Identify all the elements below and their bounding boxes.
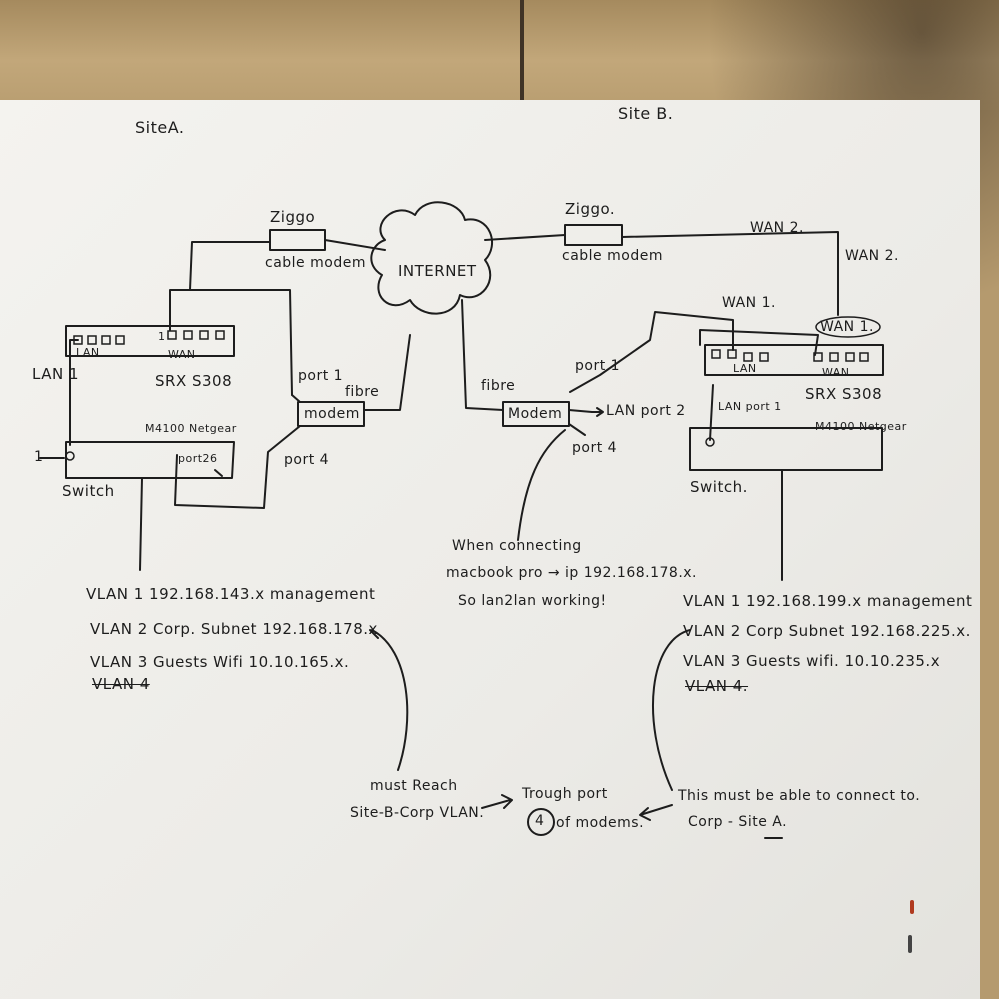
site-a-router-model: SRX S308 bbox=[155, 372, 233, 390]
site-b-isp-label: Ziggo. bbox=[565, 200, 616, 218]
site-a-switch-box bbox=[65, 441, 235, 479]
site-b-modem-label: Modem bbox=[508, 406, 563, 422]
site-b-port4-label: port 4 bbox=[572, 440, 618, 456]
pin-mark-1 bbox=[910, 900, 914, 914]
center-note-line1: When connecting bbox=[452, 538, 582, 554]
site-a-isp-label: Ziggo bbox=[270, 208, 316, 226]
site-b-vlan1: VLAN 1 192.168.199.x management bbox=[683, 592, 973, 610]
site-a-modem-label: modem bbox=[304, 406, 360, 422]
site-a-switch-model: M4100 Netgear bbox=[145, 422, 237, 435]
site-a-switch-label: Switch bbox=[62, 482, 115, 500]
site-a-vlan1: VLAN 1 192.168.143.x management bbox=[86, 585, 376, 603]
site-b-wan1-top-label: WAN 1. bbox=[722, 295, 776, 311]
port-number-circle bbox=[527, 808, 555, 836]
site-a-vlan4: VLAN 4 bbox=[92, 675, 150, 693]
site-b-vlan4: VLAN 4. bbox=[685, 677, 749, 695]
site-a-wan-label: WAN bbox=[168, 348, 196, 361]
site-b-router-box bbox=[704, 344, 884, 376]
site-b-title: Site B. bbox=[618, 104, 674, 123]
site-b-switch-label: Switch. bbox=[690, 478, 748, 496]
site-b-vlan2: VLAN 2 Corp Subnet 192.168.225.x. bbox=[683, 622, 971, 640]
site-b-lan-label: LAN bbox=[733, 362, 757, 375]
site-b-note-line1: This must be able to connect to. bbox=[678, 788, 921, 804]
site-a-switch-port1: 1 bbox=[34, 449, 44, 465]
site-a-fibre-label: fibre bbox=[345, 384, 380, 400]
center-note-line3: So lan2lan working! bbox=[458, 593, 607, 609]
through-port-number: 4 bbox=[535, 813, 545, 829]
site-b-switch-model: M4100 Netgear bbox=[815, 420, 907, 433]
site-a-vlan2: VLAN 2 Corp. Subnet 192.168.178.x bbox=[90, 620, 378, 638]
site-a-port1-label: port 1 bbox=[298, 368, 344, 384]
site-b-cable-modem-box bbox=[564, 224, 623, 246]
through-line2: of modems. bbox=[556, 815, 645, 831]
pin-mark-2 bbox=[908, 935, 912, 953]
site-b-router-model: SRX S308 bbox=[805, 385, 883, 403]
site-b-wan-label: WAN bbox=[822, 366, 850, 379]
site-b-vlan3: VLAN 3 Guests wifi. 10.10.235.x bbox=[683, 652, 941, 670]
site-a-port4-label: port 4 bbox=[284, 452, 330, 468]
site-a-cable-modem-label: cable modem bbox=[265, 255, 366, 271]
site-b-wan2-right-label: WAN 2. bbox=[845, 248, 899, 264]
site-a-note-line2: Site-B-Corp VLAN. bbox=[350, 805, 485, 821]
site-a-lan-label: LAN bbox=[76, 346, 100, 359]
site-b-cable-modem-label: cable modem bbox=[562, 248, 663, 264]
site-a-modem-box bbox=[297, 401, 365, 427]
site-b-note-line2: Corp - Site A. bbox=[688, 814, 788, 830]
site-b-switch-box bbox=[689, 427, 883, 471]
through-line1: Trough port bbox=[522, 786, 608, 802]
site-a-router-box bbox=[65, 325, 235, 357]
wood-seam bbox=[520, 0, 524, 110]
site-a-wan-port1-label: 1 bbox=[158, 330, 166, 343]
center-note-line2: macbook pro → ip 192.168.178.x. bbox=[446, 565, 697, 581]
site-a-title: SiteA. bbox=[135, 118, 185, 137]
site-a-cable-modem-box bbox=[269, 229, 326, 251]
site-b-port1-label: port 1 bbox=[575, 358, 621, 374]
internet-cloud bbox=[370, 201, 494, 315]
site-b-lan-port2-label: LAN port 2 bbox=[606, 403, 686, 419]
site-b-wan1-box-label: WAN 1. bbox=[820, 319, 874, 335]
site-b-lan-port1-label: LAN port 1 bbox=[718, 400, 782, 413]
site-a-port26-label: port26 bbox=[178, 452, 218, 465]
site-b-modem-box bbox=[502, 401, 570, 427]
internet-label: INTERNET bbox=[398, 262, 477, 280]
site-a-lan1-label: LAN 1 bbox=[32, 365, 79, 383]
wan1-circle bbox=[815, 316, 881, 338]
site-a-vlan3: VLAN 3 Guests Wifi 10.10.165.x. bbox=[90, 653, 350, 671]
site-b-fibre-label: fibre bbox=[481, 378, 516, 394]
site-a-note-line1: must Reach bbox=[370, 778, 458, 794]
site-b-wan2-top-label: WAN 2. bbox=[750, 220, 804, 236]
